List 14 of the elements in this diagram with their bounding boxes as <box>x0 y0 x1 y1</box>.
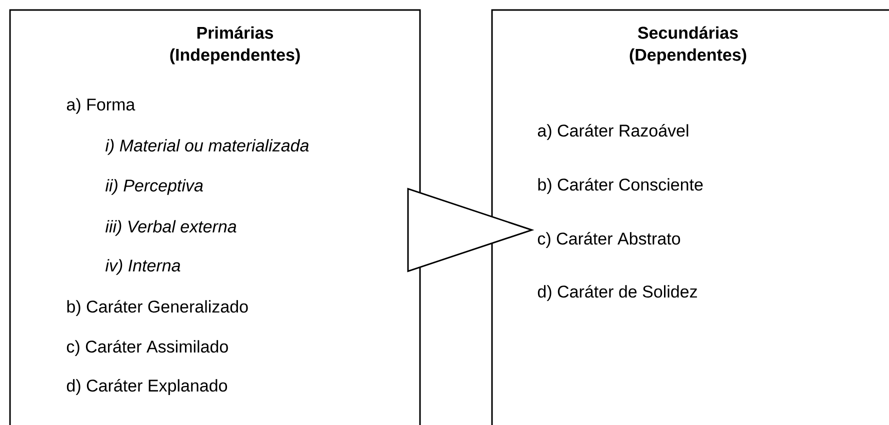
list-item: ii) Perceptiva <box>105 179 203 195</box>
list-item: d) Caráter Explanado <box>66 378 228 396</box>
list-item: b) Caráter Generalizado <box>67 300 248 316</box>
list-item: i) Material ou materializada <box>105 139 309 155</box>
list-item: c) Caráter Abstrato <box>538 232 680 248</box>
heading: Secundárias (Dependentes) <box>630 26 746 64</box>
list-item: b) Caráter Consciente <box>538 178 703 194</box>
list-item: c) Caráter Assimilado <box>66 340 228 356</box>
heading: Primárias (Independentes) <box>170 26 300 64</box>
list-item: iii) Verbal externa <box>105 220 236 236</box>
list-item: a) Caráter Razoável <box>538 124 688 140</box>
list-item: a) Forma <box>66 98 136 114</box>
list-item: d) Caráter de Solidez <box>538 284 697 301</box>
list-item: iv) Interna <box>105 259 180 275</box>
